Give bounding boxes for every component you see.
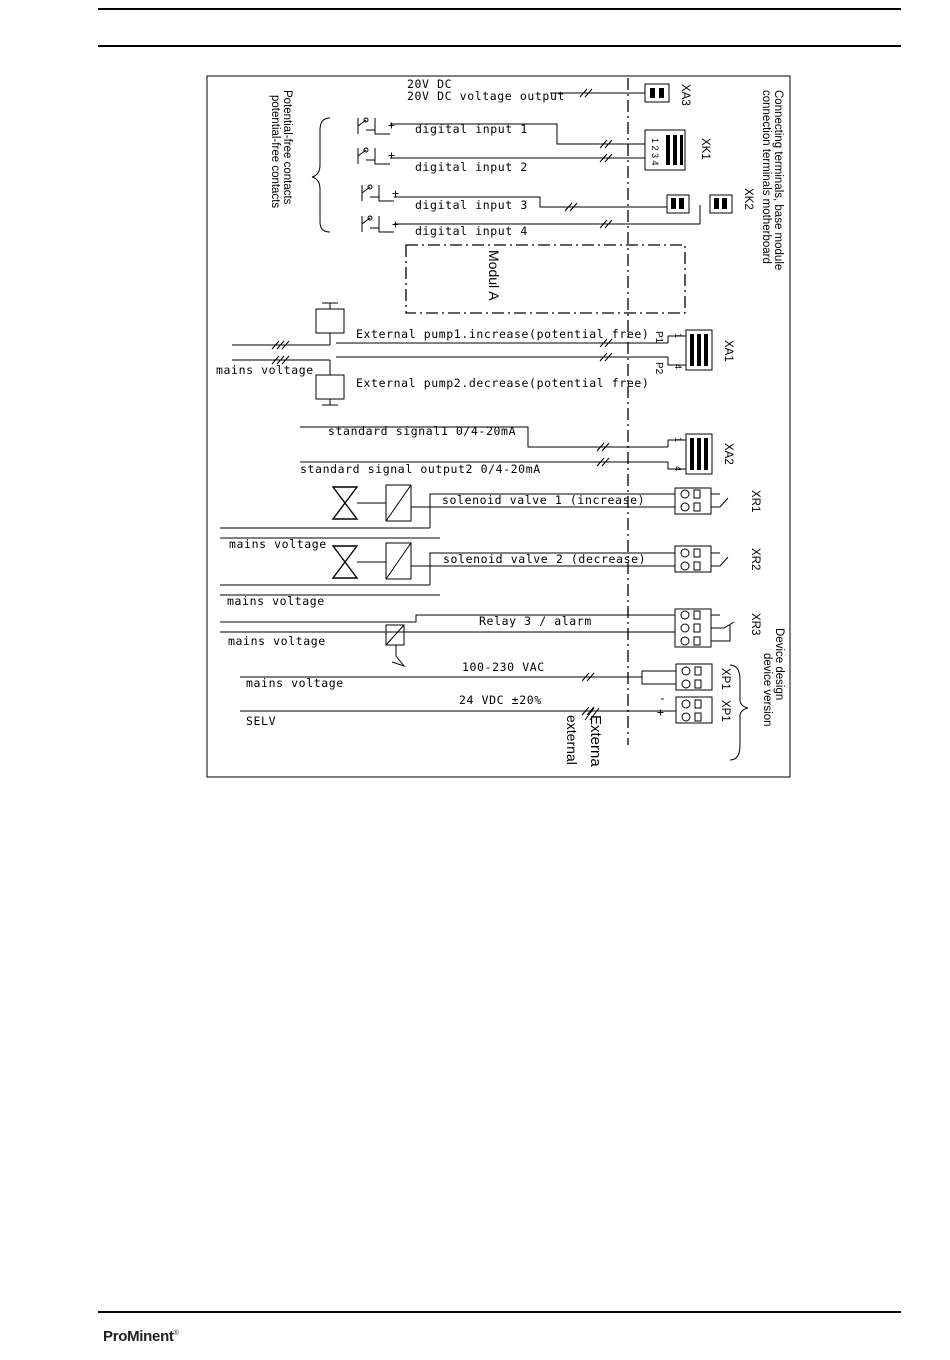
svg-text:+: + — [388, 118, 396, 132]
svg-text:solenoid valve 1 (increase): solenoid valve 1 (increase) — [442, 493, 645, 507]
terminal-xp1-b — [675, 696, 713, 724]
label-mains-voltage-supply: mains voltage — [246, 676, 344, 690]
svg-text:digital input 1: digital input 1 — [415, 122, 528, 136]
label-xp1-b: XP1 — [719, 700, 731, 722]
label-connection-terminals: connection terminals motherboard — [760, 90, 772, 264]
label-xr3: XR3 — [749, 613, 761, 635]
standard-signal-2: standard signal output2 0/4-20mA — [300, 457, 668, 476]
supply-vdc: 24 VDC ±20% - + — [240, 691, 676, 719]
svg-text:standard signal output2 0/4-20: standard signal output2 0/4-20mA — [300, 462, 541, 476]
brace-contacts — [311, 117, 331, 233]
digital-input-4: + digital input 4 — [361, 205, 701, 238]
svg-text:+: + — [392, 186, 400, 200]
svg-text:digital input 2: digital input 2 — [415, 160, 528, 174]
label-mains-voltage-valve1: mains voltage — [229, 537, 327, 551]
label-xr2: XR2 — [749, 548, 761, 570]
brace-device — [729, 664, 749, 761]
header-rule-top — [98, 8, 901, 10]
terminal-xr2 — [674, 545, 712, 573]
digital-input-3: + digital input 3 — [361, 184, 667, 212]
label-xk2: XK2 — [742, 188, 754, 210]
terminal-xr3 — [674, 608, 712, 648]
label-potential-free-2: potential-free contacts — [269, 95, 281, 208]
terminal-xk1 — [644, 129, 686, 171]
diagram-frame — [206, 75, 791, 778]
label-xp1-a: XP1 — [719, 668, 731, 690]
footer-rule — [98, 1311, 901, 1313]
svg-text:1: 1 — [673, 437, 683, 442]
header-rule-bottom — [98, 45, 901, 47]
label-device-version: device version — [761, 653, 773, 727]
svg-text:+: + — [657, 705, 665, 719]
solenoid-valve-2: solenoid valve 2 (decrease) — [220, 542, 675, 596]
label-connecting-terminals: Connecting terminals, base module — [772, 90, 784, 270]
svg-text:-: - — [659, 691, 667, 705]
label-externa: Externa — [587, 715, 604, 767]
label-potential-free-1: Potential-free contacts — [281, 90, 293, 205]
svg-text:4: 4 — [673, 466, 683, 471]
solenoid-valve-1: solenoid valve 1 (increase) — [220, 484, 675, 539]
terminal-xk2-b — [709, 194, 733, 214]
label-p2: P2 — [653, 362, 664, 375]
svg-text:4: 4 — [673, 364, 683, 369]
svg-text:digital input 3: digital input 3 — [415, 198, 528, 212]
label-xk1: XK1 — [699, 138, 711, 160]
external-pump-2: External pump2.decrease(potential free) — [315, 352, 668, 406]
label-mains-voltage-relay: mains voltage — [228, 634, 326, 648]
label-device-design: Device design — [773, 628, 785, 700]
label-20v-dc: 20V DC — [407, 77, 452, 91]
standard-signal-1: standard signal1 0/4-20mA — [300, 424, 668, 452]
label-external: external — [564, 715, 580, 765]
svg-text:External pump2.decrease(potent: External pump2.decrease(potential free) — [356, 376, 649, 390]
svg-text:External pump1.increase(potent: External pump1.increase(potential free) — [356, 327, 649, 341]
supply-vac: 100-230 VAC — [240, 660, 676, 685]
svg-text:digital input 4: digital input 4 — [415, 224, 528, 238]
label-xk1-pins: 1 2 3 4 — [650, 138, 660, 166]
svg-text:+: + — [388, 148, 396, 162]
svg-text:24 VDC ±20%: 24 VDC ±20% — [459, 693, 542, 707]
svg-text:1: 1 — [673, 333, 683, 338]
label-20v-dc-output: 20V DC voltage output — [407, 89, 565, 103]
label-mains-voltage-pump: mains voltage — [216, 363, 314, 377]
external-pump-1: External pump1.increase(potential free) — [315, 302, 668, 348]
digital-input-1: + digital input 1 — [357, 117, 645, 149]
svg-text:100-230 VAC: 100-230 VAC — [462, 660, 545, 674]
label-mains-voltage-valve2: mains voltage — [227, 594, 325, 608]
prominent-logo: ProMinent® — [103, 1328, 179, 1345]
label-p1: P1 — [653, 331, 664, 344]
label-xa1: XA1 — [722, 340, 734, 362]
terminal-xr1 — [674, 487, 712, 515]
digital-input-2: + digital input 2 — [357, 147, 645, 174]
label-modul-a: Modul A — [486, 250, 502, 301]
terminal-xa3 — [644, 83, 670, 103]
label-selv: SELV — [246, 714, 276, 728]
modul-a-box — [405, 244, 686, 314]
svg-text:solenoid valve 2 (decrease): solenoid valve 2 (decrease) — [443, 552, 646, 566]
label-xa3: XA3 — [679, 84, 691, 106]
label-xa2: XA2 — [722, 443, 734, 465]
terminal-xp1-a — [675, 663, 713, 691]
relay-3-alarm: Relay 3 / alarm — [220, 614, 675, 668]
svg-text:standard signal1 0/4-20mA: standard signal1 0/4-20mA — [328, 424, 516, 438]
label-xr1: XR1 — [749, 490, 761, 512]
terminal-xk2-a — [666, 194, 690, 214]
svg-text:Relay 3 / alarm: Relay 3 / alarm — [479, 614, 592, 628]
